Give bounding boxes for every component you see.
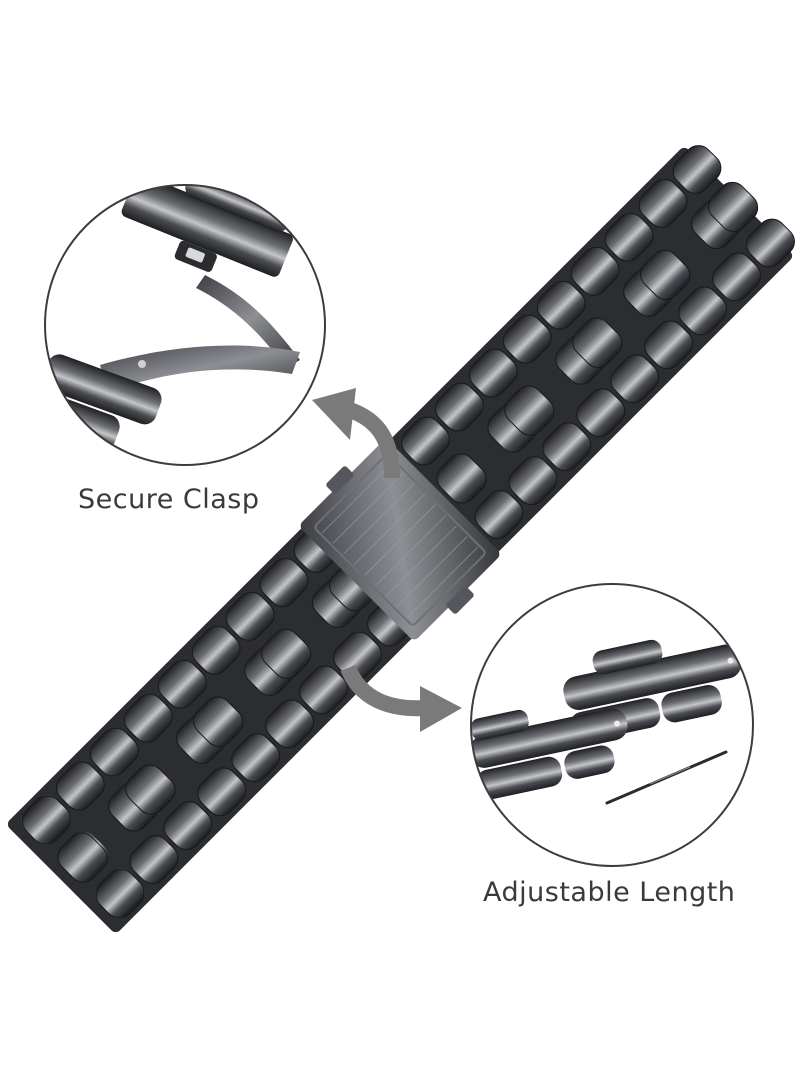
clasp-detail-circle	[44, 184, 326, 466]
band-link	[504, 385, 555, 436]
band-link	[712, 252, 761, 302]
band-link	[197, 767, 247, 817]
band-link	[125, 764, 176, 815]
band-link	[604, 212, 654, 262]
band-link	[542, 422, 592, 472]
band-link	[193, 696, 244, 747]
band-link	[707, 181, 759, 233]
band-link	[746, 218, 795, 268]
band-link	[265, 699, 315, 749]
band-link	[678, 286, 728, 336]
band-link	[22, 795, 71, 845]
band-link	[123, 693, 173, 743]
band-link	[638, 179, 688, 228]
curved-arrow-up-left-icon	[312, 388, 400, 479]
band-link	[572, 317, 623, 368]
links-detail-circle	[470, 583, 754, 867]
band-link	[474, 490, 524, 539]
secure-clasp-caption: Secure Clasp	[78, 484, 260, 515]
band-link	[401, 416, 450, 466]
band-link	[261, 628, 312, 679]
band-link	[434, 382, 484, 432]
band-link	[468, 348, 518, 398]
band-link	[89, 727, 139, 777]
watch-band	[7, 145, 795, 933]
band-link	[259, 558, 309, 607]
band-link	[640, 249, 691, 300]
band-clasp	[300, 440, 500, 640]
band-link	[129, 835, 179, 885]
band-link	[508, 456, 558, 506]
band-link	[536, 280, 586, 330]
band-link	[672, 145, 722, 194]
band-left-half	[22, 524, 416, 918]
band-link	[225, 591, 275, 641]
band-link	[610, 354, 660, 404]
band-link	[576, 388, 626, 438]
band-link	[436, 453, 487, 504]
adjustable-length-caption: Adjustable Length	[483, 877, 736, 908]
band-link	[644, 320, 694, 370]
band-link	[163, 801, 213, 851]
band-right-half	[401, 145, 795, 539]
band-link	[231, 733, 281, 783]
band-link	[157, 659, 207, 709]
band-link	[57, 832, 108, 883]
band-link	[299, 665, 349, 715]
curved-arrow-down-right-icon	[340, 664, 462, 732]
band-link	[95, 869, 145, 918]
band-link	[502, 314, 552, 364]
band-link	[191, 625, 241, 675]
band-link	[55, 761, 105, 811]
band-link	[570, 246, 620, 296]
